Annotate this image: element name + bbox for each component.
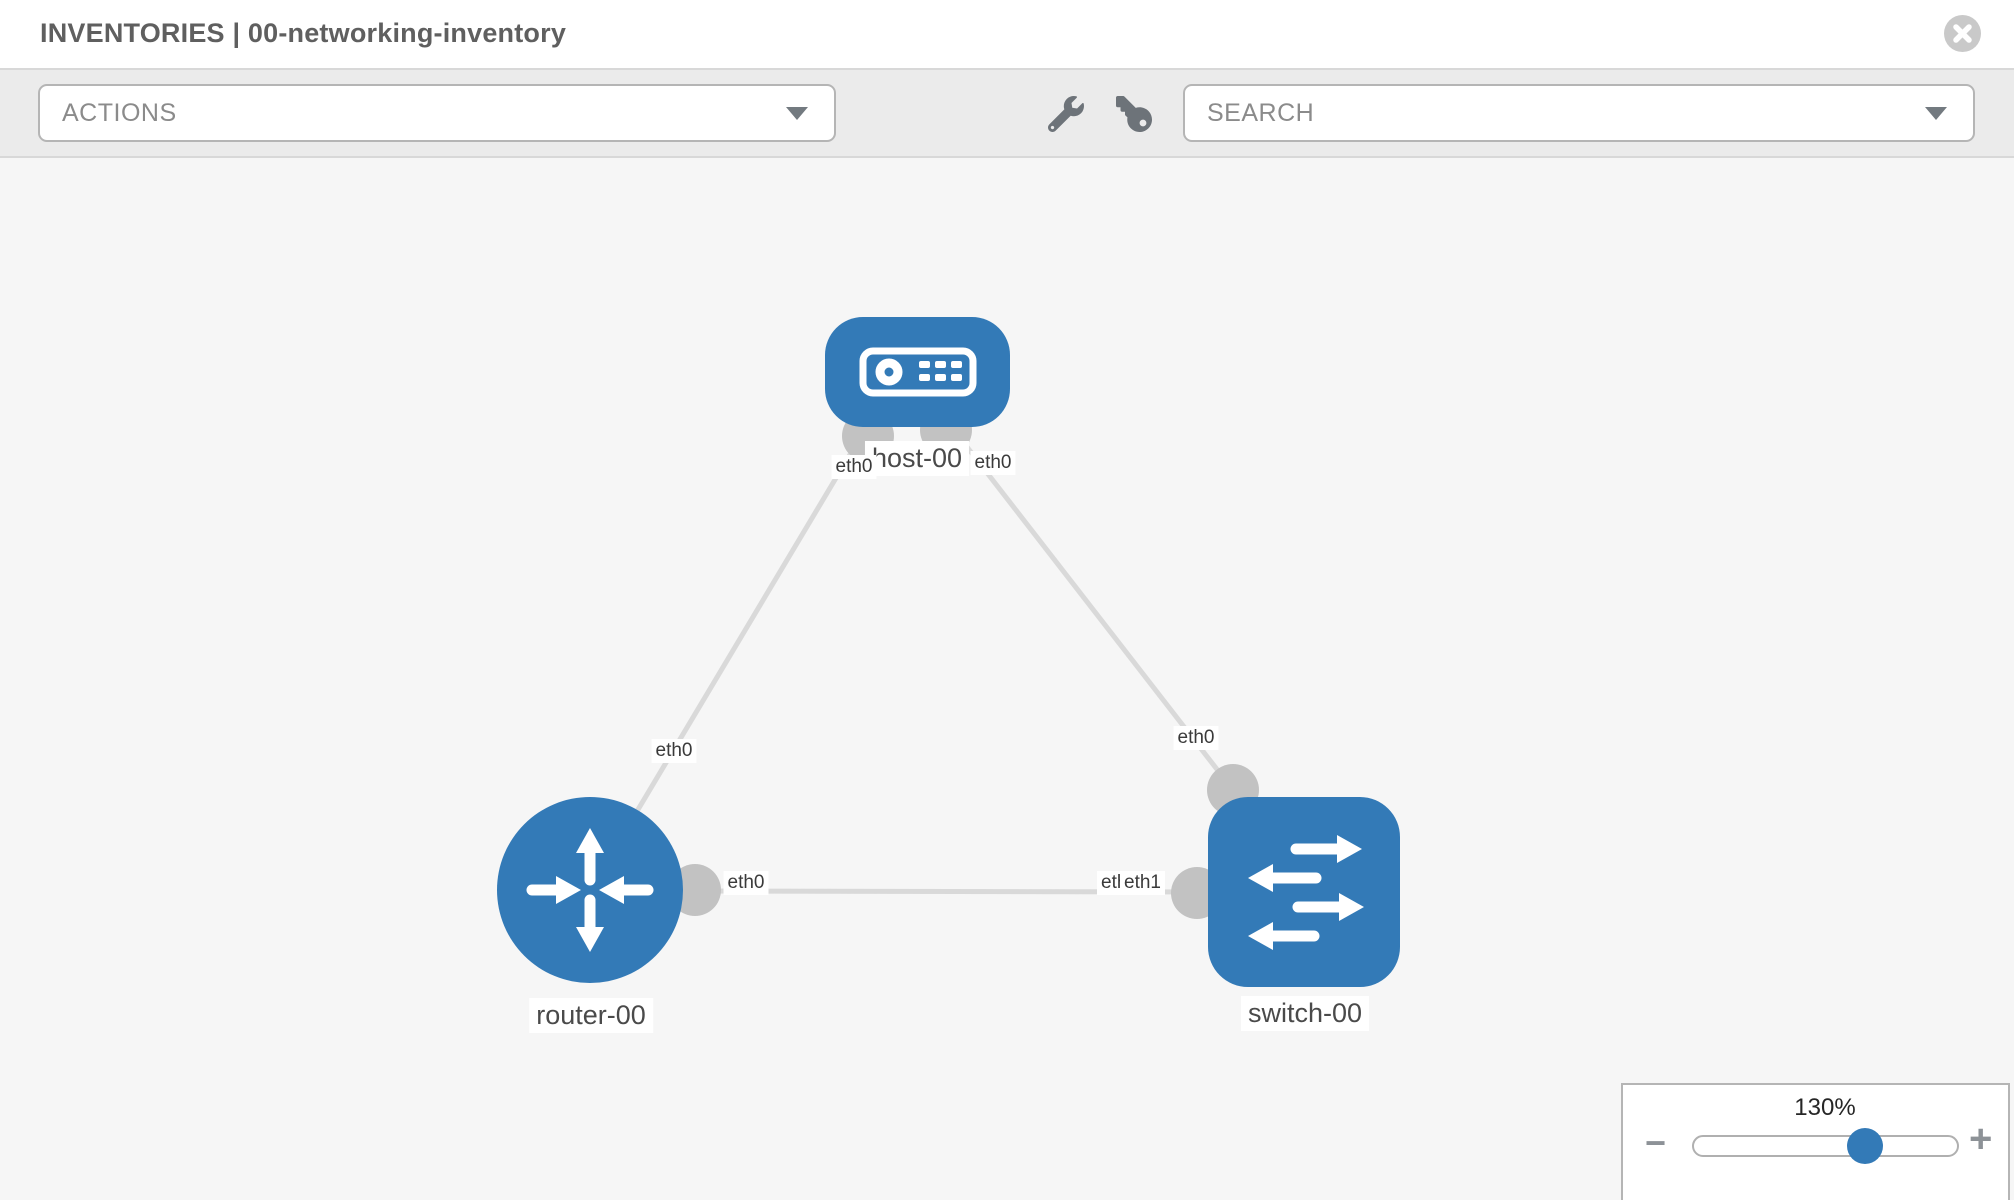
configure-button[interactable] bbox=[1047, 96, 1084, 133]
node-label-router: router-00 bbox=[529, 998, 653, 1033]
host-icon bbox=[859, 347, 976, 397]
node-label-host: host-00 bbox=[864, 441, 970, 476]
actions-dropdown-label: ACTIONS bbox=[62, 98, 177, 127]
node-label-switch: switch-00 bbox=[1240, 996, 1370, 1031]
chevron-down-icon bbox=[1925, 107, 1947, 120]
zoom-slider-thumb[interactable] bbox=[1847, 1128, 1883, 1164]
topology-canvas[interactable]: host-00 router-00 switch-00 eth0 eth0 et… bbox=[0, 158, 2014, 1200]
close-button[interactable] bbox=[1944, 15, 1981, 52]
node-router-00[interactable] bbox=[497, 797, 683, 983]
node-host-00[interactable] bbox=[825, 317, 1010, 427]
interface-label: eth0 bbox=[651, 739, 697, 763]
node-switch-00[interactable] bbox=[1208, 797, 1400, 987]
interface-label: eth0 bbox=[1173, 726, 1219, 750]
interface-label: eth1 bbox=[1120, 871, 1165, 895]
key-button[interactable] bbox=[1116, 96, 1152, 132]
switch-icon bbox=[1248, 835, 1364, 950]
close-icon bbox=[1953, 24, 1972, 43]
interface-label: eth0 bbox=[723, 871, 769, 895]
search-dropdown[interactable]: SEARCH bbox=[1183, 84, 1975, 142]
chevron-down-icon bbox=[786, 107, 808, 120]
zoom-in-button[interactable]: + bbox=[1969, 1117, 1993, 1161]
links-layer bbox=[587, 414, 1235, 895]
interface-label: eth0 bbox=[831, 455, 877, 479]
zoom-level-value: 130% bbox=[1794, 1094, 1856, 1121]
page-title: INVENTORIES | 00-networking-inventory bbox=[40, 18, 567, 48]
zoom-out-button[interactable]: − bbox=[1645, 1122, 1667, 1163]
zoom-slider-track[interactable] bbox=[1692, 1135, 1959, 1157]
key-icon bbox=[1116, 96, 1152, 132]
header: INVENTORIES | 00-networking-inventory bbox=[0, 0, 2014, 70]
actions-dropdown[interactable]: ACTIONS bbox=[38, 84, 836, 142]
search-dropdown-label: SEARCH bbox=[1207, 98, 1315, 127]
toolbar: ACTIONS SEARCH bbox=[0, 70, 2014, 158]
wrench-icon bbox=[1047, 96, 1084, 133]
zoom-panel: 130% − + bbox=[1621, 1083, 2010, 1200]
router-icon bbox=[526, 828, 654, 952]
interface-label: eth0 bbox=[970, 451, 1016, 475]
